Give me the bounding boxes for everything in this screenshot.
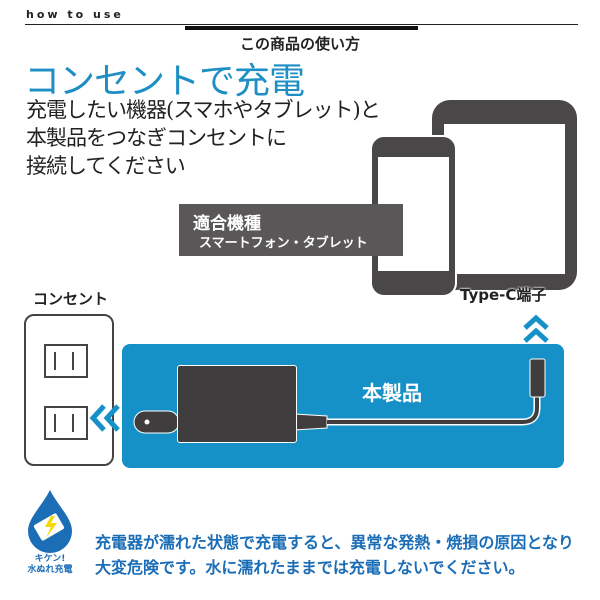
divider (25, 24, 578, 25)
warning-text: 充電器が濡れた状態で充電すると、異常な発熱・焼損の原因となり 大変危険です。水に… (95, 530, 574, 580)
instruction-line: 本製品をつなぎコンセントに (26, 126, 287, 150)
compatible-devices-box: 適合機種 スマートフォン・タブレット (179, 204, 403, 256)
warning-line: 充電器が濡れた状態で充電すると、異常な発熱・焼損の原因となり (95, 533, 574, 552)
warning-line: 大変危険です。水に濡れたままでは充電しないでください。 (95, 558, 525, 577)
instruction-line: 充電したい機器(スマホやタブレット)と (26, 98, 381, 122)
charger-icon (177, 365, 297, 443)
subtitle: この商品の使い方 (239, 35, 360, 53)
chevron-up-icon (523, 314, 549, 343)
chevron-left-icon (89, 404, 120, 432)
caption-line: キケン! (34, 554, 66, 564)
instruction-line: 接続してください (26, 154, 186, 178)
charger-cable-icon (133, 358, 546, 434)
page-title: コンセントで充電 (24, 61, 305, 102)
section-label: how to use (26, 8, 124, 21)
wall-outlet-icon (24, 314, 114, 466)
port-label: Type-C端子 (460, 286, 547, 304)
caption-line: 水ぬれ充電 (27, 565, 73, 575)
compatible-devices: スマートフォン・タブレット (199, 236, 368, 251)
water-drop-warning-icon (28, 490, 72, 553)
outlet-label: コンセント (33, 290, 109, 308)
warning-icon-caption: キケン! 水ぬれ充電 (18, 554, 82, 576)
compatible-heading: 適合機種 (193, 214, 261, 234)
divider-bar (185, 26, 418, 30)
product-label: 本製品 (362, 381, 422, 405)
